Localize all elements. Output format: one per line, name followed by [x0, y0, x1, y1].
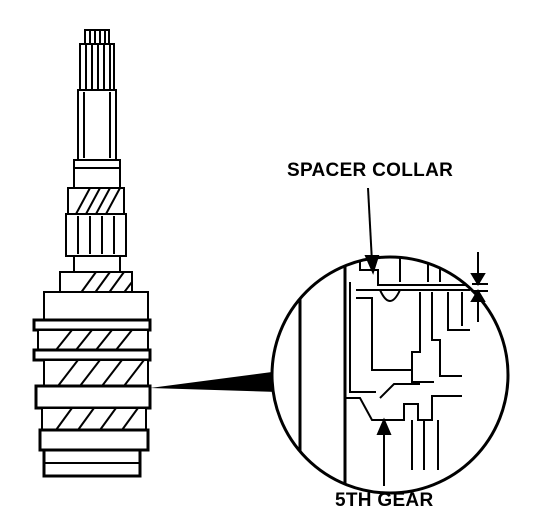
- upper-gear: [67, 187, 125, 215]
- fifth-gear-label: 5TH GEAR: [335, 490, 434, 511]
- magnifier-leader: [150, 372, 278, 392]
- bottom-bearing: [42, 448, 142, 478]
- spacer-collar-leader: [364, 187, 380, 275]
- clearance-arrows: [470, 252, 488, 322]
- fifth-gear-region: [34, 384, 152, 452]
- splined-shaft-tip: [79, 29, 115, 91]
- spacer-collar-label: SPACER COLLAR: [287, 160, 454, 181]
- synchro-hub-stack: [32, 291, 152, 387]
- shaft-neck: [73, 255, 121, 273]
- fifth-gear-leader: [376, 417, 392, 486]
- shaft-body: [73, 89, 121, 189]
- mainshaft-assembly: [32, 29, 152, 478]
- shaft-collar: [65, 213, 127, 257]
- magnified-detail: [270, 252, 510, 495]
